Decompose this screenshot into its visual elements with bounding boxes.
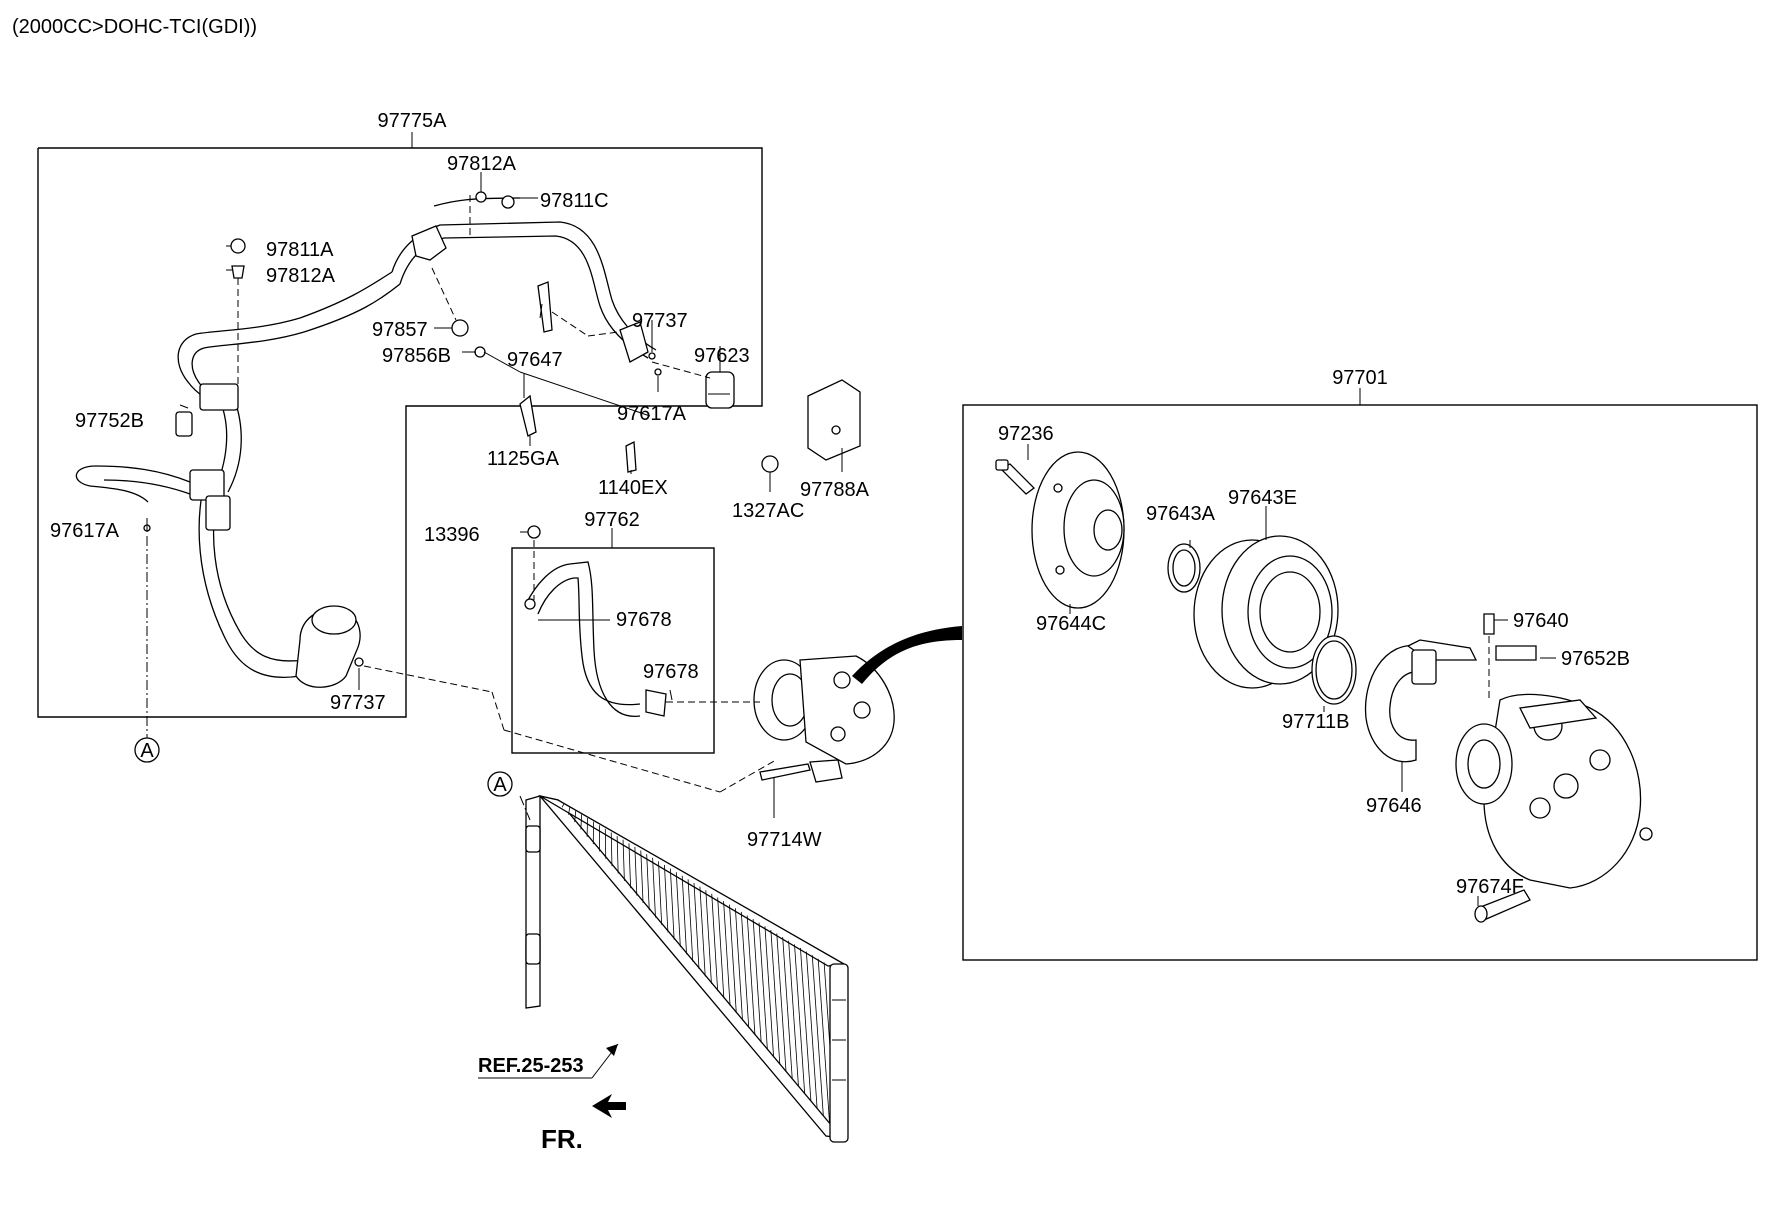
reference-label: REF.25-253: [478, 1055, 584, 1077]
condenser-fin: [770, 929, 781, 1065]
engine-spec-title: (2000CC>DOHC-TCI(GDI)): [12, 16, 257, 38]
callout-97714W: 97714W: [747, 829, 822, 851]
callout-97812A-left: 97812A: [266, 265, 336, 287]
callout-labels: 97775A 97812A 97811C 97811A 97812A 97857…: [50, 110, 1630, 898]
condenser-fin: [729, 904, 737, 1014]
condenser-fin: [687, 879, 694, 962]
condenser-fin: [640, 850, 644, 903]
condenser-fin: [675, 872, 681, 947]
condenser-fin: [568, 807, 571, 815]
condenser-fin: [811, 955, 824, 1116]
callout-97701: 97701: [1332, 367, 1388, 389]
callout-97811C: 97811C: [540, 190, 609, 212]
hose-assembly-frame: [37, 132, 763, 718]
front-direction: FR.: [541, 1094, 626, 1154]
callout-97652B: 97652B: [1561, 648, 1630, 670]
condenser-fin: [734, 908, 743, 1021]
callout-97856B: 97856B: [382, 345, 451, 367]
condenser-fin: [574, 810, 577, 823]
condenser-fin: [634, 846, 638, 896]
connector-marker-a-center: A: [487, 771, 513, 797]
condenser-fin: [764, 926, 775, 1058]
callout-97857: 97857: [372, 319, 428, 341]
callout-97643E: 97643E: [1228, 487, 1297, 509]
condenser-fin: [740, 911, 750, 1028]
callout-97678-bottom: 97678: [643, 661, 699, 683]
callout-1125GA: 1125GA: [487, 448, 560, 470]
callout-97236: 97236: [998, 423, 1054, 445]
condenser-fin: [658, 861, 663, 925]
condenser-fin: [711, 893, 719, 992]
condenser-fin: [699, 886, 706, 977]
callout-13396: 13396: [424, 524, 480, 546]
callout-97617A-left: 97617A: [50, 520, 120, 542]
front-label: FR.: [541, 1124, 583, 1154]
callout-97643A: 97643A: [1146, 503, 1216, 525]
condenser-fin: [652, 857, 656, 918]
condenser-fin: [646, 854, 650, 911]
condenser-fin: [616, 836, 619, 874]
condenser-fin: [788, 940, 799, 1087]
condenser-fin: [561, 803, 565, 808]
condenser: [525, 794, 849, 1143]
callout-97644C: 97644C: [1036, 613, 1106, 635]
connector-label-a-center: A: [493, 774, 507, 796]
condenser-fin: [800, 947, 812, 1102]
condenser-fin: [805, 951, 818, 1109]
compressor-detail-parts: [995, 451, 1653, 923]
callout-97812A-top: 97812A: [447, 153, 517, 175]
condenser-fin: [746, 915, 756, 1036]
condenser-fin: [693, 882, 700, 970]
callout-97775A: 97775A: [378, 110, 448, 132]
condenser-fin: [717, 897, 725, 999]
callout-97737-bottom: 97737: [330, 692, 386, 714]
condenser-fin: [664, 864, 669, 933]
callout-97623: 97623: [694, 345, 750, 367]
callout-97762: 97762: [584, 509, 640, 531]
condenser-fin: [817, 958, 830, 1124]
condenser-fin: [752, 919, 762, 1043]
connector-marker-a-left: A: [134, 737, 160, 763]
discharge-hose-frame: [511, 528, 715, 754]
condenser-fin: [794, 944, 806, 1094]
callout-97646: 97646: [1366, 795, 1422, 817]
condenser-fin: [758, 922, 768, 1050]
leader-lines: [146, 172, 1556, 906]
condenser-fin: [628, 843, 632, 889]
condenser-fin: [723, 901, 731, 1006]
callout-97640: 97640: [1513, 610, 1569, 632]
callout-97647: 97647: [507, 349, 563, 371]
condenser-fin: [610, 832, 613, 867]
condenser-fin: [669, 868, 675, 940]
condenser-fin: [622, 839, 625, 881]
callout-97788A: 97788A: [800, 479, 870, 501]
callout-97674F: 97674F: [1456, 876, 1524, 898]
callout-97811A: 97811A: [266, 239, 334, 261]
condenser-fin: [705, 890, 712, 984]
condenser-fin: [681, 875, 687, 955]
compressor-small: [753, 626, 962, 783]
callout-97752B: 97752B: [75, 410, 144, 432]
suction-hose-assembly: [75, 191, 861, 688]
callout-97617A-right: 97617A: [617, 403, 687, 425]
condenser-fin: [782, 937, 793, 1080]
compressor-assembly-frame: [962, 388, 1758, 961]
condenser-fin: [580, 814, 583, 830]
condenser-fin: [776, 933, 787, 1072]
callout-1140EX: 1140EX: [598, 477, 668, 499]
discharge-hose: [524, 525, 667, 717]
callout-1327AC: 1327AC: [732, 500, 804, 522]
reference-note: REF.25-253: [478, 1043, 619, 1079]
callout-97737-top: 97737: [632, 310, 688, 332]
callout-97678-top: 97678: [616, 609, 672, 631]
callout-97711B: 97711B: [1282, 711, 1349, 733]
connector-label-a-left: A: [140, 740, 154, 762]
